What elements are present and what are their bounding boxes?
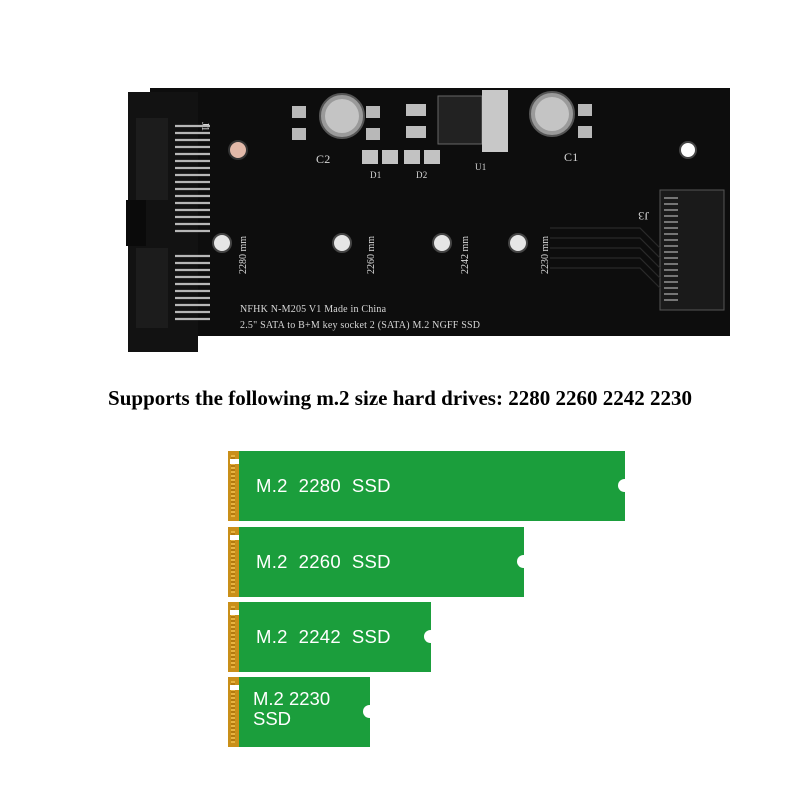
mounting-notch-icon (424, 630, 437, 643)
pcb-illustration (126, 88, 730, 352)
ssd-2230-label-line2: SSD (253, 708, 292, 729)
ssd-2242-label: M.2 2242 SSD (256, 626, 391, 647)
mounting-notch-icon (517, 555, 530, 568)
mount-label-2242: 2242 mm (460, 235, 471, 274)
ssd-2230-label-line1: M.2 2230 (253, 688, 331, 709)
ref-u1: U1 (475, 162, 487, 172)
gold-contacts (228, 527, 239, 597)
ssd-2242-card: M.2 2242 SSD (228, 602, 437, 672)
ref-d2: D2 (416, 170, 428, 180)
ref-c2: C2 (316, 152, 331, 166)
ref-c1: C1 (564, 150, 579, 164)
supported-sizes-headline: Supports the following m.2 size hard dri… (108, 386, 692, 410)
sata-pins (175, 124, 210, 321)
standoff-2242 (432, 233, 452, 253)
mounting-hole-top (679, 141, 697, 159)
ssd-2260-card: M.2 2260 SSD (228, 527, 530, 597)
gold-contacts (228, 677, 239, 747)
gold-contacts (228, 602, 239, 672)
ssd-2260-label: M.2 2260 SSD (256, 551, 391, 572)
via-hole (228, 140, 248, 160)
mount-label-2280: 2280 mm (238, 235, 249, 274)
regulator-u1 (437, 95, 483, 145)
diode-d2-a (404, 150, 420, 164)
standoff-2230 (508, 233, 528, 253)
standoff-2260 (332, 233, 352, 253)
standoff-2280 (212, 233, 232, 253)
silkscreen-line2: 2.5" SATA to B+M key socket 2 (SATA) M.2… (240, 320, 481, 331)
mount-label-2230: 2230 mm (540, 235, 551, 274)
ref-j1: J1 (199, 122, 210, 132)
mounting-notch-icon (618, 479, 631, 492)
m2-socket-j3 (659, 189, 725, 311)
ssd-2280-label: M.2 2280 SSD (256, 475, 391, 496)
ssd-2280-card: M.2 2280 SSD (228, 451, 631, 521)
mount-label-2260: 2260 mm (366, 235, 377, 274)
mounting-notch-icon (363, 705, 376, 718)
ssd-2230-label: M.2 2230 SSD (253, 689, 330, 729)
silkscreen-line1: NFHK N-M205 V1 Made in China (240, 304, 387, 315)
ref-j3: J3 (638, 209, 650, 223)
ssd-2230-card: M.2 2230 SSD (228, 677, 376, 747)
diode-d1-b (382, 150, 398, 164)
ref-d1: D1 (370, 170, 382, 180)
adapter-board-photo: J1 C2 D1 D2 U1 C1 J3 2280 mm 2260 mm 224… (120, 78, 732, 356)
diode-d1-a (362, 150, 378, 164)
gold-contacts (228, 451, 239, 521)
diode-d2-b (424, 150, 440, 164)
